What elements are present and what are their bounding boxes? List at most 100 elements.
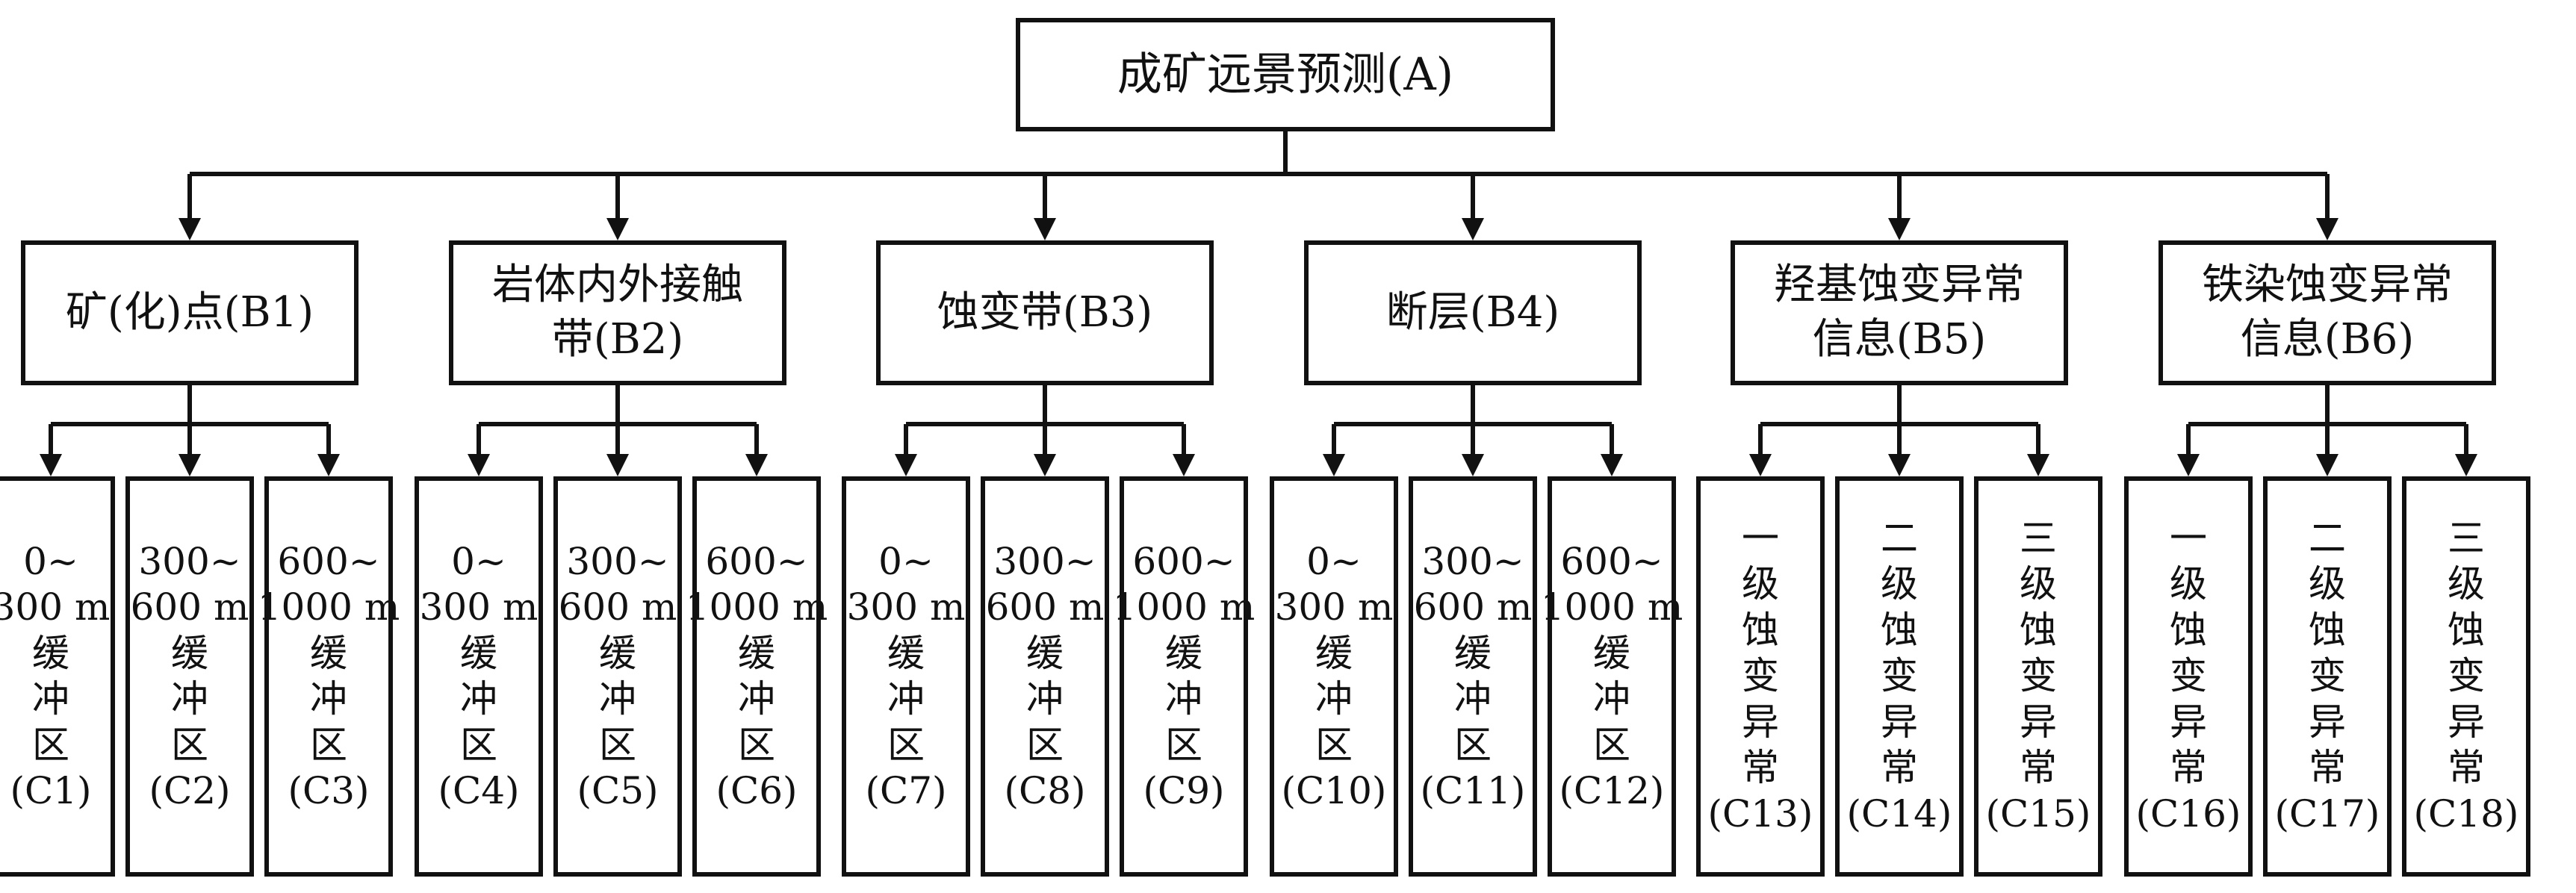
node-text-line: 常 bbox=[1742, 746, 1779, 790]
arrowhead bbox=[1888, 218, 1911, 240]
node-text-line: 异 bbox=[2170, 700, 2207, 744]
arrowhead bbox=[1888, 454, 1911, 476]
node-text-line: 冲 bbox=[599, 677, 636, 721]
arrowhead bbox=[1323, 454, 1345, 476]
criterion-node: 蚀变带(B3) bbox=[876, 240, 1214, 385]
node-text-line: 常 bbox=[2448, 746, 2485, 790]
criterion-node: 岩体内外接触带(B2) bbox=[449, 240, 786, 385]
node-text-line: 600~ bbox=[1132, 539, 1235, 583]
node-text-line: 300 m bbox=[419, 585, 539, 629]
node-text-line: (C12) bbox=[1559, 769, 1665, 812]
node-text-line: 异 bbox=[1881, 700, 1918, 744]
node-text-line: 缓 bbox=[1026, 631, 1064, 675]
node-text-line: (C6) bbox=[716, 769, 798, 812]
arrowhead bbox=[468, 454, 490, 476]
node-text-line: 级 bbox=[2170, 562, 2207, 606]
node-text-line: 区 bbox=[887, 723, 925, 767]
arrowhead bbox=[40, 454, 62, 476]
node-text-line: 信息(B6) bbox=[2240, 315, 2415, 364]
node-text-line: 带(B2) bbox=[551, 315, 684, 364]
node-text-line: 300~ bbox=[566, 539, 669, 583]
node-text-line: 异 bbox=[2309, 700, 2346, 744]
node-text-line: 成矿远景预测(A) bbox=[1117, 49, 1454, 101]
arrowhead bbox=[1034, 218, 1056, 240]
sub-criterion-node: 三级蚀变异常(C18) bbox=[2402, 476, 2530, 877]
node-text-line: 区 bbox=[1315, 723, 1353, 767]
node-text-line: 600~ bbox=[705, 539, 808, 583]
node-text-line: 级 bbox=[1742, 562, 1779, 606]
node-text-line: 蚀 bbox=[1881, 608, 1918, 652]
arrowhead bbox=[1173, 454, 1195, 476]
node-text-line: 600~ bbox=[1560, 539, 1663, 583]
node-text-line: 300~ bbox=[1421, 539, 1524, 583]
node-text-line: 异 bbox=[2448, 700, 2485, 744]
node-text-line: 断层(B4) bbox=[1385, 287, 1560, 337]
node-text-line: 300 m bbox=[0, 585, 111, 629]
node-text-line: 600 m bbox=[985, 585, 1105, 629]
node-text-line: 600~ bbox=[277, 539, 380, 583]
node-text-line: 600 m bbox=[130, 585, 249, 629]
node-text-line: 冲 bbox=[1315, 677, 1353, 721]
node-text-line: 300~ bbox=[993, 539, 1096, 583]
node-text-line: 区 bbox=[171, 723, 208, 767]
node-text-line: 冲 bbox=[1593, 677, 1630, 721]
node-text-line: (C18) bbox=[2413, 791, 2519, 836]
node-text-line: (C8) bbox=[1004, 769, 1086, 812]
node-text-line: 蚀 bbox=[2309, 608, 2346, 652]
node-text-line: 矿(化)点(B1) bbox=[65, 287, 314, 337]
node-text-line: 异 bbox=[1742, 700, 1779, 744]
node-text-line: 信息(B5) bbox=[1812, 315, 1987, 364]
node-text-line: 1000 m bbox=[1540, 585, 1683, 629]
node-text-line: (C14) bbox=[1846, 791, 1952, 836]
node-text-line: 区 bbox=[1026, 723, 1064, 767]
node-text-line: 变 bbox=[2020, 654, 2057, 698]
arrowhead bbox=[2316, 454, 2338, 476]
node-text-line: 三 bbox=[2020, 516, 2057, 560]
node-text-line: 300 m bbox=[846, 585, 966, 629]
node-text-line: 区 bbox=[599, 723, 636, 767]
node-text-line: 缓 bbox=[599, 631, 636, 675]
node-text-line: 三 bbox=[2448, 516, 2485, 560]
node-text-line: 区 bbox=[738, 723, 775, 767]
node-text-line: 缓 bbox=[1454, 631, 1492, 675]
node-text-line: 1000 m bbox=[685, 585, 828, 629]
node-text-line: 变 bbox=[2170, 654, 2207, 698]
node-text-line: 蚀 bbox=[2448, 608, 2485, 652]
node-text-line: 羟基蚀变异常 bbox=[1774, 261, 2025, 310]
node-text-line: 缓 bbox=[1315, 631, 1353, 675]
arrowhead bbox=[745, 454, 768, 476]
criterion-node: 羟基蚀变异常信息(B5) bbox=[1731, 240, 2068, 385]
node-text-line: 级 bbox=[2309, 562, 2346, 606]
node-text-line: 变 bbox=[1881, 654, 1918, 698]
sub-criterion-node: 二级蚀变异常(C17) bbox=[2263, 476, 2392, 877]
arrowhead bbox=[895, 454, 917, 476]
node-text-line: 级 bbox=[2448, 562, 2485, 606]
criterion-node: 断层(B4) bbox=[1304, 240, 1642, 385]
node-text-line: 0~ bbox=[23, 539, 78, 583]
node-text-line: 常 bbox=[2020, 746, 2057, 790]
root-node: 成矿远景预测(A) bbox=[1016, 18, 1555, 131]
node-text-line: (C1) bbox=[10, 769, 92, 812]
arrowhead bbox=[2177, 454, 2200, 476]
criterion-node: 铁染蚀变异常信息(B6) bbox=[2158, 240, 2496, 385]
node-text-line: 一 bbox=[2170, 516, 2207, 560]
node-text-line: (C2) bbox=[149, 769, 231, 812]
node-text-line: 冲 bbox=[1165, 677, 1202, 721]
arrowhead bbox=[317, 454, 340, 476]
arrowhead bbox=[1462, 218, 1484, 240]
node-text-line: 常 bbox=[1881, 746, 1918, 790]
node-text-line: 冲 bbox=[171, 677, 208, 721]
node-text-line: 600 m bbox=[558, 585, 677, 629]
node-text-line: 缓 bbox=[310, 631, 347, 675]
node-text-line: 缓 bbox=[738, 631, 775, 675]
node-text-line: 区 bbox=[1454, 723, 1492, 767]
node-text-line: 区 bbox=[1593, 723, 1630, 767]
node-text-line: 异 bbox=[2020, 700, 2057, 744]
